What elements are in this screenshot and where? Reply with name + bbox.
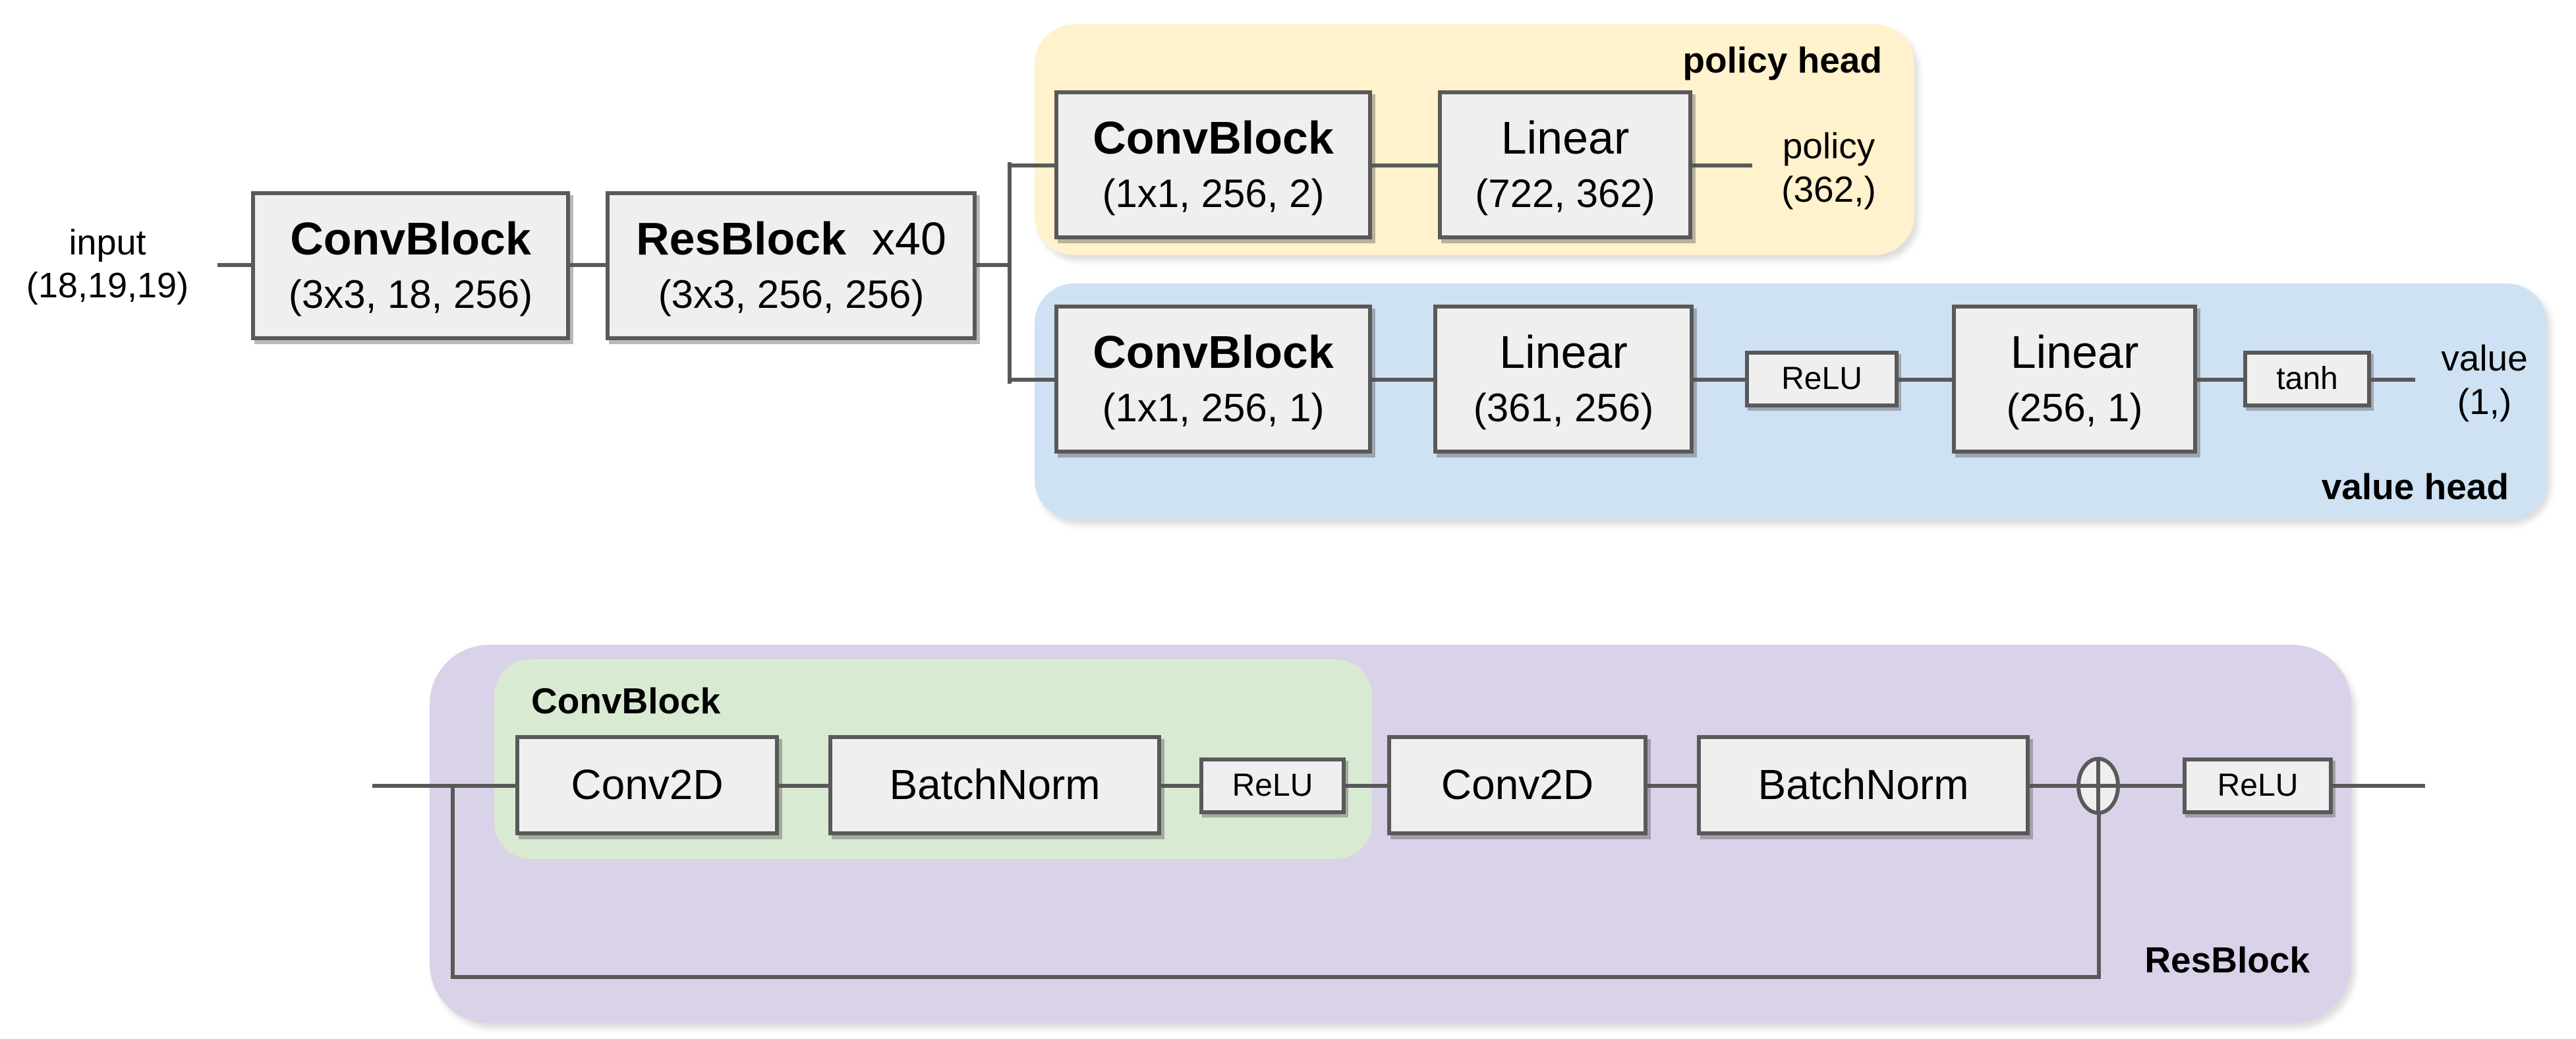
- node-params: (361, 256): [1473, 385, 1654, 430]
- input-name: input: [69, 223, 146, 262]
- node-title: tanh: [2276, 361, 2338, 396]
- convblock-detail-label: ConvBlock: [531, 680, 721, 721]
- node-title: ResBlock x40: [636, 215, 946, 264]
- node-title: ConvBlock: [1093, 326, 1334, 378]
- node-title: Linear: [1501, 112, 1630, 164]
- node-title: ReLU: [1232, 767, 1313, 803]
- node-detail-batchnorm-2: BatchNorm: [1697, 735, 2030, 835]
- policy-output-name: policy: [1782, 125, 1875, 166]
- node-title: BatchNorm: [889, 761, 1101, 809]
- connector-policy-branch: [1008, 163, 1752, 167]
- node-params: (3x3, 18, 256): [288, 272, 533, 316]
- node-policy-convblock: ConvBlock (1x1, 256, 2): [1054, 90, 1372, 239]
- node-params: (722, 362): [1475, 171, 1655, 216]
- skip-connection-left: [451, 784, 455, 979]
- connector-branch-vertical: [1008, 162, 1012, 384]
- node-value-convblock: ConvBlock (1x1, 256, 1): [1054, 305, 1372, 454]
- node-params: (1x1, 256, 2): [1102, 171, 1325, 216]
- resblock-detail-label: ResBlock: [2144, 939, 2310, 980]
- input-shape: (18,19,19): [26, 265, 189, 305]
- node-title: Conv2D: [1441, 761, 1594, 809]
- skip-connection-right: [2097, 786, 2101, 978]
- node-title: ReLU: [2217, 767, 2299, 803]
- node-params: (3x3, 256, 256): [658, 272, 925, 316]
- node-trunk-resblock: ResBlock x40 (3x3, 256, 256): [606, 191, 977, 340]
- resblock-title: ResBlock: [636, 213, 847, 265]
- value-head-label: value head: [2321, 466, 2509, 507]
- policy-output-label: policy (362,): [1740, 124, 1918, 211]
- node-trunk-convblock: ConvBlock (3x3, 18, 256): [251, 191, 570, 340]
- policy-output-shape: (362,): [1781, 169, 1876, 210]
- policy-head-label: policy head: [1682, 40, 1882, 80]
- node-policy-linear: Linear (722, 362): [1438, 90, 1692, 239]
- node-detail-conv2d-2: Conv2D: [1387, 735, 1647, 835]
- value-output-shape: (1,): [2457, 381, 2512, 422]
- node-value-linear1: Linear (361, 256): [1433, 305, 1694, 454]
- node-title: BatchNorm: [1758, 761, 1969, 809]
- node-title: ReLU: [1781, 361, 1862, 396]
- skip-connection-bottom: [451, 975, 2101, 979]
- node-params: (256, 1): [2006, 385, 2143, 430]
- value-output-label: value (1,): [2399, 336, 2570, 423]
- input-label: input (18,19,19): [18, 222, 196, 307]
- node-detail-conv2d-1: Conv2D: [515, 735, 779, 835]
- node-value-tanh: tanh: [2243, 351, 2371, 407]
- node-title: ConvBlock: [1093, 112, 1334, 164]
- node-title: Conv2D: [571, 761, 724, 809]
- node-title: ConvBlock: [290, 213, 531, 265]
- node-title: Linear: [1499, 326, 1628, 378]
- node-value-linear2: Linear (256, 1): [1952, 305, 2197, 454]
- value-output-name: value: [2441, 338, 2528, 378]
- connector-value-branch: [1008, 378, 2415, 382]
- node-params: (1x1, 256, 1): [1102, 385, 1325, 430]
- node-detail-relu-1: ReLU: [1199, 757, 1346, 814]
- resblock-repeat-count: x40: [872, 213, 946, 265]
- node-detail-batchnorm-1: BatchNorm: [828, 735, 1161, 835]
- node-title: Linear: [2010, 326, 2139, 378]
- node-value-relu: ReLU: [1745, 351, 1899, 407]
- node-detail-relu-2: ReLU: [2183, 757, 2333, 814]
- residual-add-icon: [2076, 757, 2120, 815]
